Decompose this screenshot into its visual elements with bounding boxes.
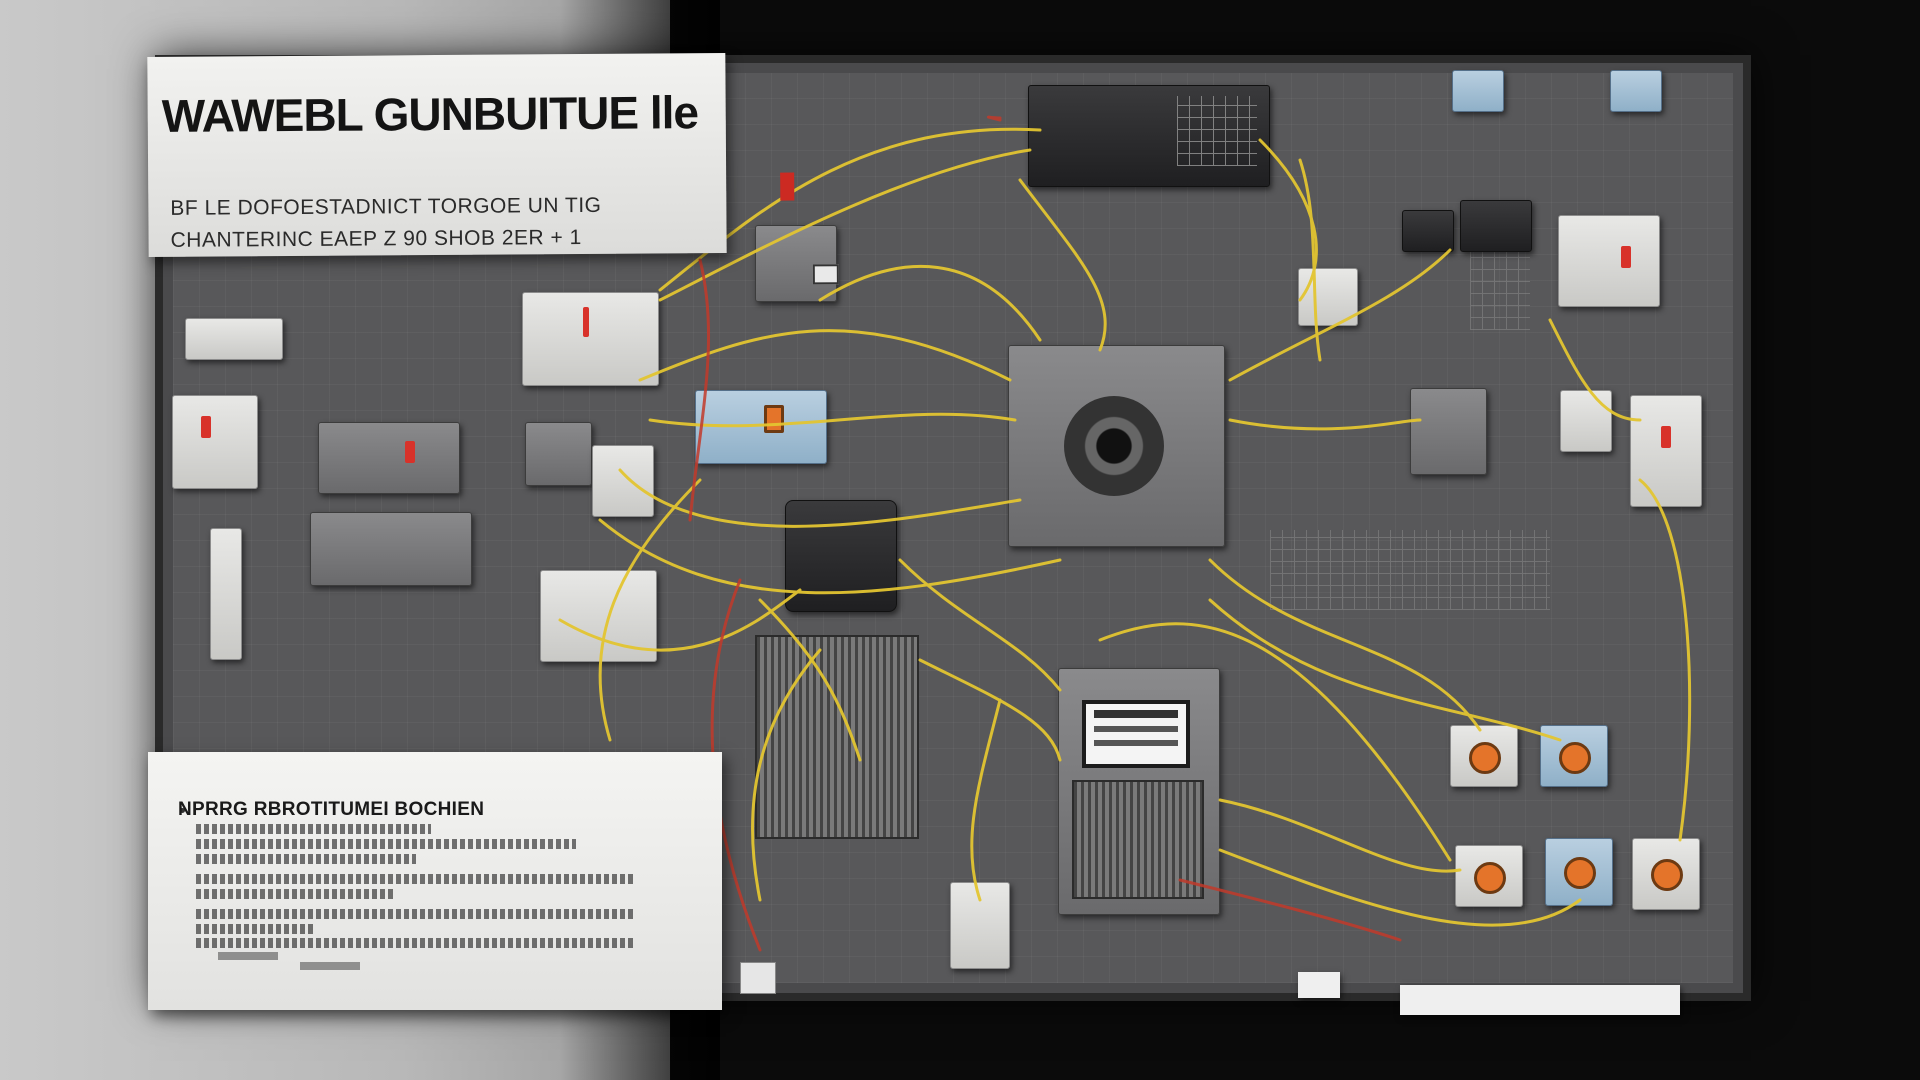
display-screen: [1082, 700, 1190, 768]
notes-text-line: [196, 924, 316, 934]
indicator-led: [1621, 246, 1631, 268]
knob-module: [1545, 838, 1613, 906]
relay-module: [318, 422, 460, 494]
title-subtitle-1: BF LE DOFOESTADNICT TORGOE UN TIG: [170, 193, 602, 220]
panel-label: [1400, 985, 1680, 1015]
bullet: [180, 808, 185, 813]
indicator-led: [583, 307, 589, 337]
knob-module: [1632, 838, 1700, 910]
notes-text-line: [196, 889, 396, 899]
title-card: WAWEBL GUNBUITUE lle BF LE DOFOESTADNICT…: [147, 52, 839, 285]
switch-small: [1560, 390, 1612, 452]
notes-text-line: [196, 938, 636, 948]
screen-text-line: [1094, 710, 1178, 718]
screen-text-line: [1094, 740, 1178, 746]
breaker-tall: [1630, 395, 1702, 507]
black-relay: [1402, 210, 1454, 252]
knob-module: [1455, 845, 1523, 907]
indicator-led: [1661, 426, 1671, 448]
socket-module: [592, 445, 654, 517]
junction-box: [540, 570, 657, 662]
screen-text-line: [1094, 726, 1178, 732]
red-tag: [780, 172, 795, 201]
title-heading: WAWEBL GUNBUITUE lle: [161, 86, 699, 142]
knob-module: [1540, 725, 1608, 787]
knob-icon: [1469, 742, 1501, 774]
notes-text-line: [196, 874, 636, 884]
fan-icon: [1064, 396, 1164, 496]
control-module: [755, 225, 837, 302]
fan-housing: [1008, 345, 1225, 547]
panel-label-small: [1298, 972, 1340, 998]
switch-module: [522, 292, 659, 386]
knob-icon: [1474, 862, 1506, 894]
indicator-led: [201, 416, 211, 438]
title-subtitle-2: CHANTERINC EAEP Z 90 SHOB 2ER + 1: [170, 225, 582, 252]
blue-connector: [1610, 70, 1662, 112]
contactor-small: [1410, 388, 1487, 475]
knob-icon: [1651, 859, 1683, 891]
notes-text-line: [196, 854, 416, 864]
notes-text-line: [196, 824, 431, 834]
knob-icon: [1559, 742, 1591, 774]
knob-icon: [1564, 857, 1596, 889]
wire-tag: [740, 962, 776, 994]
notes-footer-text: [218, 952, 278, 960]
blue-connector: [1452, 70, 1504, 112]
power-supply-unit: [1028, 85, 1270, 187]
terminal-strip: [210, 528, 242, 660]
contactor-module: [310, 512, 472, 586]
notes-card: NPRRG RBROTITUMEI BOCHIEN: [148, 752, 722, 1010]
black-relay: [1460, 200, 1532, 252]
keypad: [1177, 96, 1257, 166]
notes-text-line: [196, 909, 636, 919]
relay-small: [1298, 268, 1358, 326]
card-clip: [812, 264, 839, 285]
terminal-module: [185, 318, 283, 360]
heatsink-vent: [755, 635, 919, 839]
notes-heading: NPRRG RBROTITUMEI BOCHIEN: [178, 799, 485, 820]
indicator-led: [405, 441, 415, 463]
breaker-bank: [1558, 215, 1660, 307]
knob-module: [1450, 725, 1518, 787]
notes-text-line: [196, 839, 576, 849]
notes-footer-text: [300, 962, 360, 970]
breaker-module: [172, 395, 258, 489]
fuse-module: [525, 422, 592, 486]
circuit-grid-right: [1270, 530, 1550, 610]
